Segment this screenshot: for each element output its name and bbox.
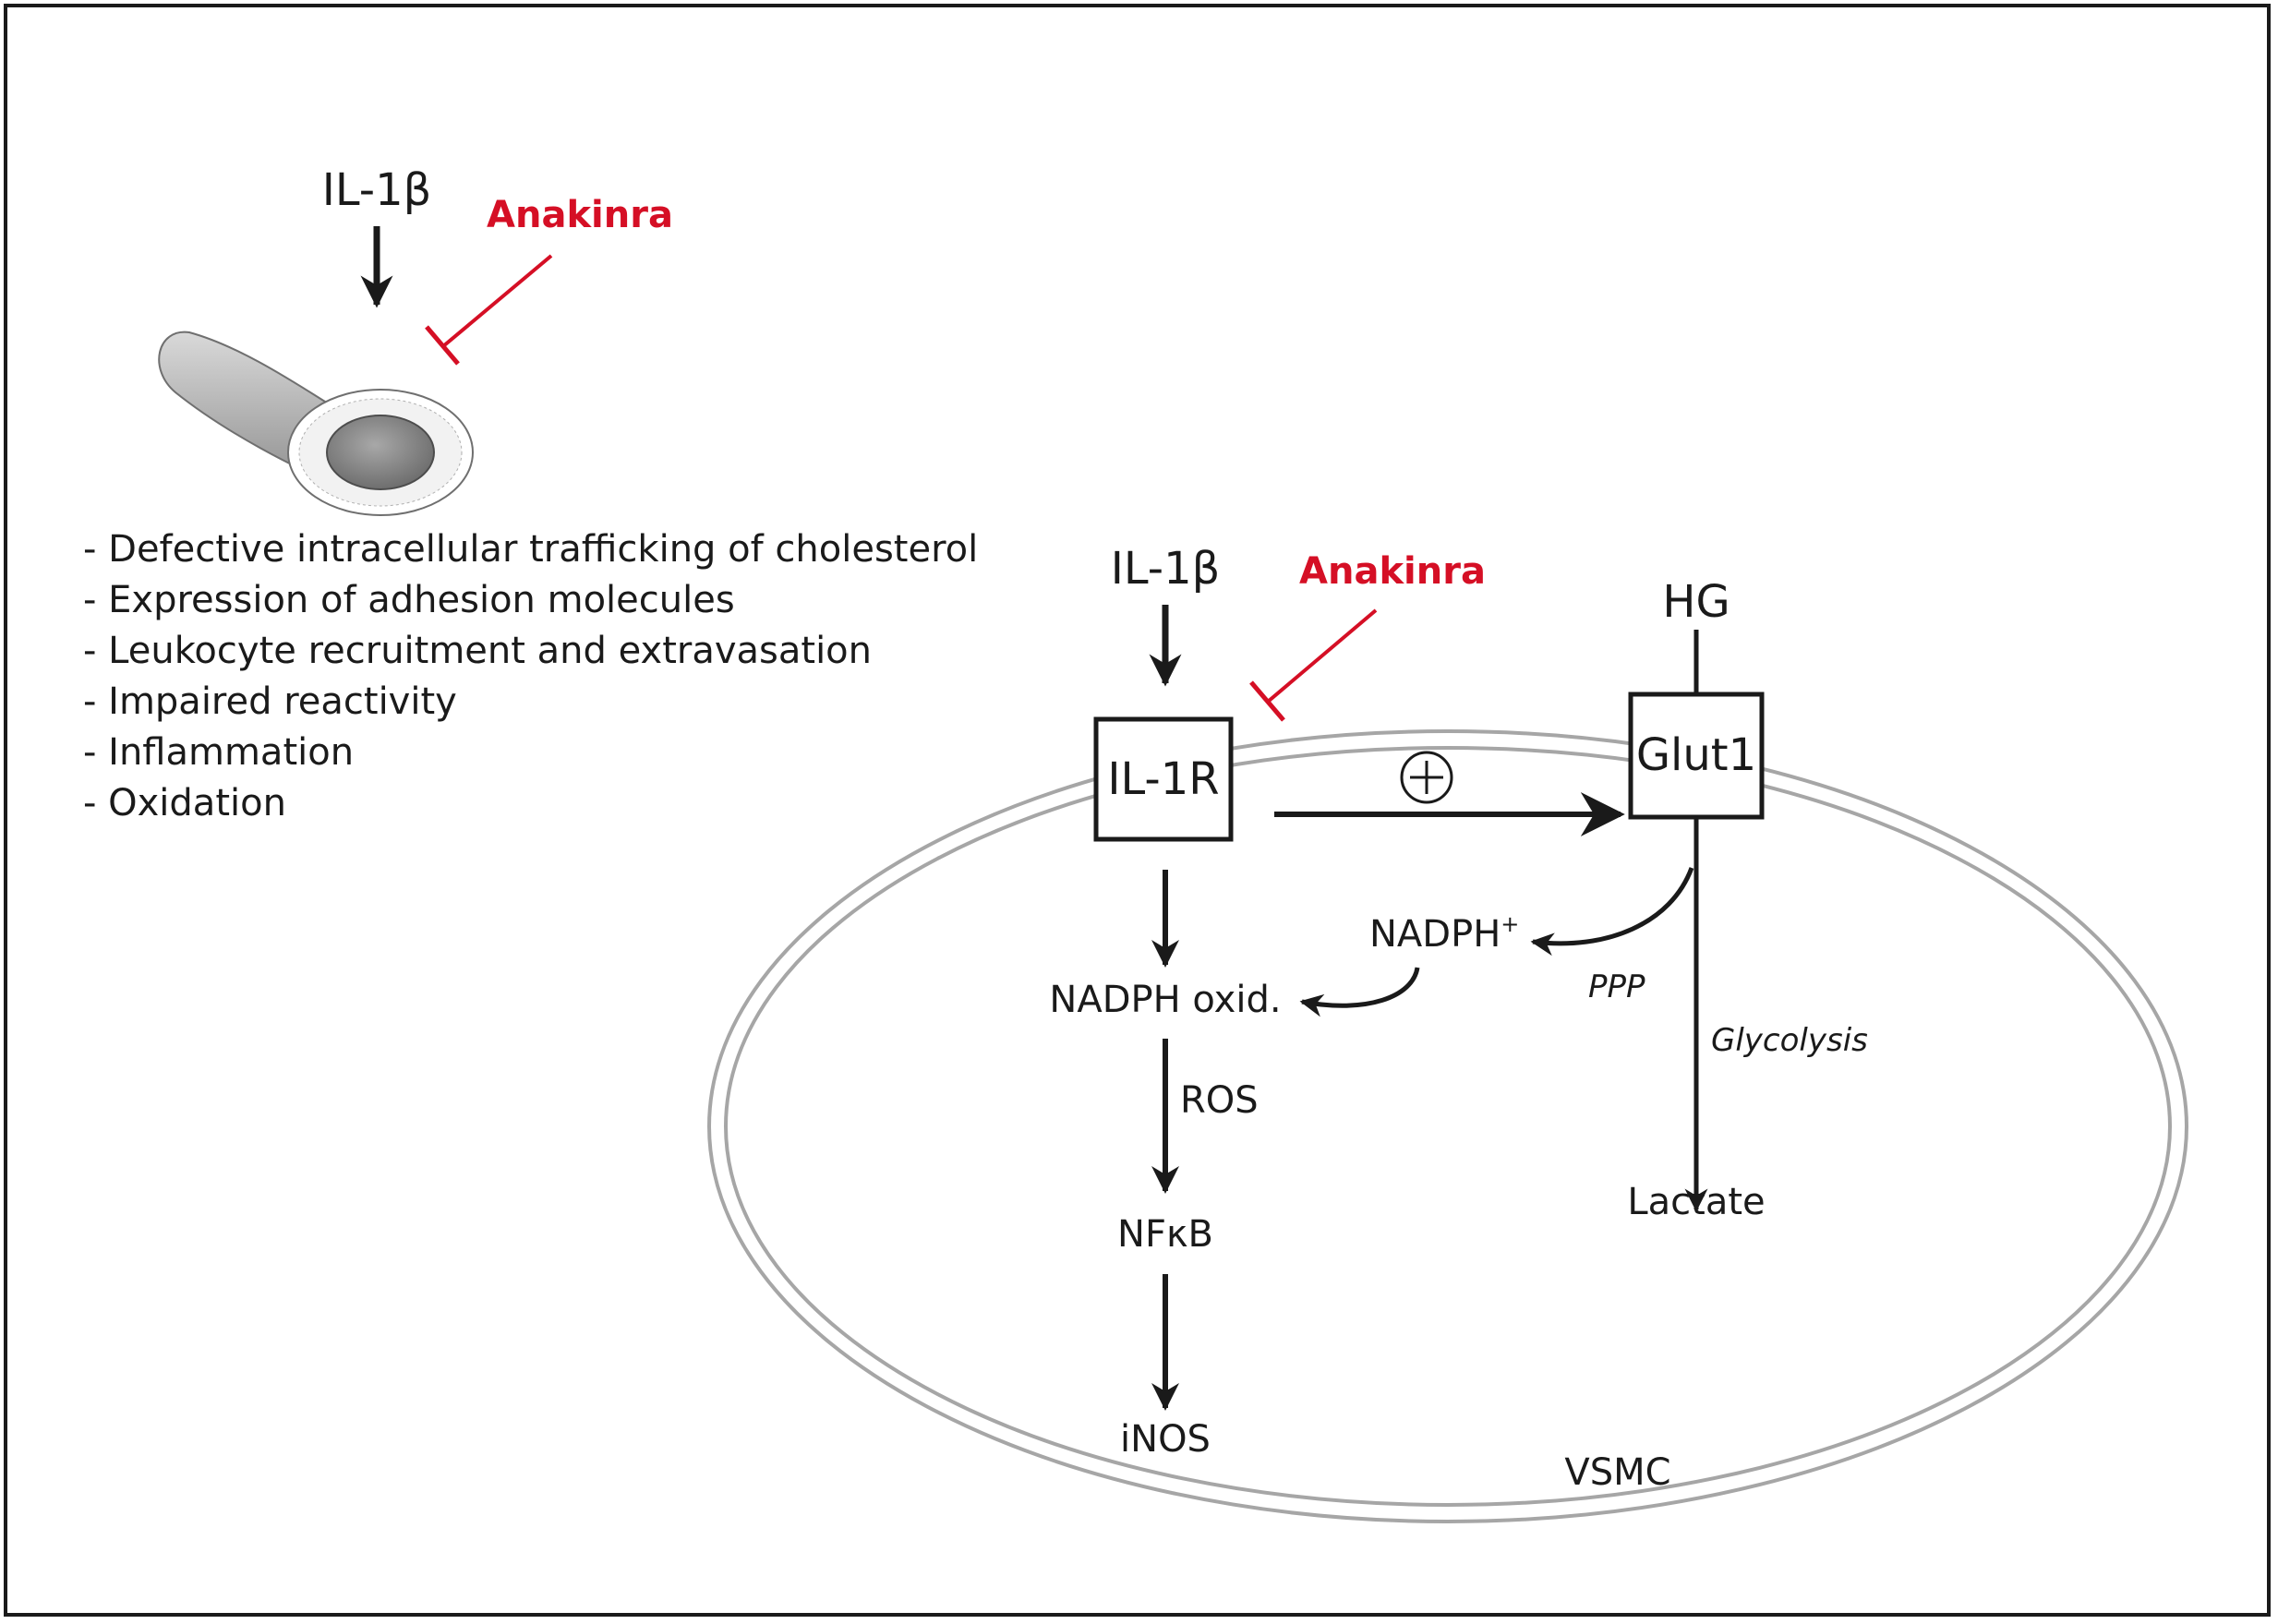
vessel-inhibitor-bar <box>425 325 460 366</box>
vessel-ligand-label: IL-1β <box>322 164 432 216</box>
vessel-effects-list: - Defective intracellular trafficking of… <box>83 528 978 824</box>
ppp-label: PPP <box>1588 968 1645 1005</box>
nadph-oxidase-label: NADPH oxid. <box>1049 979 1281 1021</box>
vessel-inhibitor-line <box>441 254 553 348</box>
vsmc-label: VSMC <box>1564 1451 1670 1494</box>
effect-item: - Oxidation <box>83 782 286 824</box>
blood-vessel-icon <box>158 331 474 516</box>
cell-inhibitor-line <box>1266 608 1378 704</box>
lactate-label: Lactate <box>1627 1181 1765 1223</box>
cell-inhibitor-bar <box>1249 680 1285 722</box>
plus-icon <box>1400 751 1453 804</box>
nfkb-label: NFκB <box>1117 1213 1213 1256</box>
effect-item: - Inflammation <box>83 731 354 774</box>
inos-label: iNOS <box>1120 1418 1211 1461</box>
cell-inhibitor-label: Anakinra <box>1299 550 1486 593</box>
effect-item: - Impaired reactivity <box>83 680 457 723</box>
glycolysis-label: Glycolysis <box>1711 1022 1868 1059</box>
ppp-arrow <box>1530 867 1694 956</box>
nadph-label: NADPH+ <box>1369 911 1519 956</box>
ros-label: ROS <box>1180 1079 1259 1122</box>
effect-item: - Defective intracellular trafficking of… <box>83 528 978 571</box>
vessel-inhibitor-label: Anakinra <box>487 194 673 236</box>
effect-item: - Leukocyte recruitment and extravasatio… <box>83 630 872 672</box>
figure-frame <box>4 4 2271 1617</box>
glucose-label: HG <box>1662 576 1730 628</box>
il1-receptor-box <box>1093 716 1234 842</box>
cell-ligand-label: IL-1β <box>1111 543 1221 595</box>
il1-receptor-label: IL-1R <box>1107 753 1219 805</box>
effect-item: - Expression of adhesion molecules <box>83 579 735 621</box>
cell-membrane <box>707 729 2188 1523</box>
glut1-label: Glut1 <box>1636 729 1756 781</box>
nadph-to-oxidase-arrow <box>1299 967 1420 1017</box>
